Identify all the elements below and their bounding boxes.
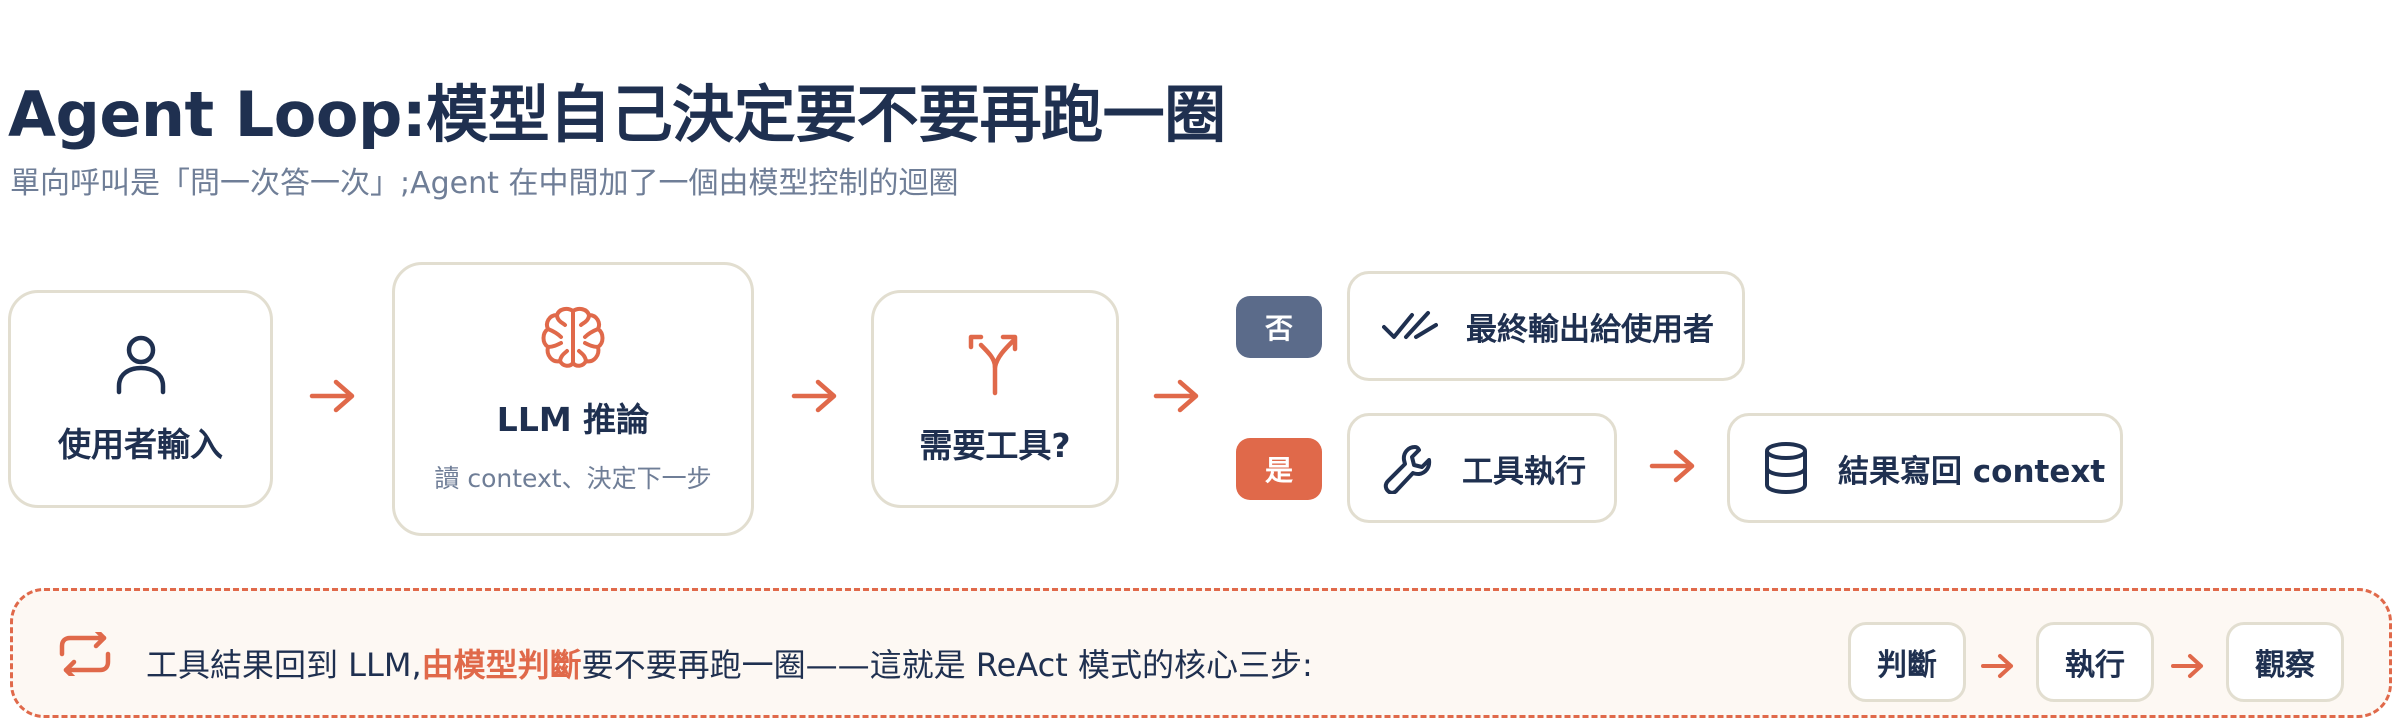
tool-execution-pill: 工具執行 — [1347, 413, 1617, 523]
tool-execution-label: 工具執行 — [1462, 453, 1586, 490]
user-input-label: 使用者輸入 — [58, 425, 223, 464]
step-execute: 執行 — [2036, 622, 2154, 702]
arrow-right-icon — [791, 379, 837, 413]
repeat-icon — [59, 632, 111, 676]
loop-description: 工具結果回到 LLM,由模型判斷要不要再跑一圈——這就是 ReAct 模式的核心… — [146, 640, 1313, 686]
arrow-right-icon — [1153, 379, 1199, 413]
final-output-pill: 最終輸出給使用者 — [1347, 271, 1745, 381]
step-observe: 觀察 — [2226, 622, 2344, 702]
no-badge: 否 — [1236, 296, 1322, 358]
database-icon — [1765, 442, 1807, 495]
arrow-right-icon — [1981, 654, 2013, 678]
yes-badge: 是 — [1236, 438, 1322, 500]
arrow-right-icon — [2171, 654, 2203, 678]
page-subtitle: 單向呼叫是「問一次答一次」;Agent 在中間加了一個由模型控制的迴圈 — [10, 166, 959, 201]
decision-card: 需要工具? — [871, 290, 1119, 508]
result-context-label: 結果寫回 context — [1838, 453, 2106, 490]
loop-text-after: 要不要再跑一圈——這就是 ReAct 模式的核心三步: — [581, 646, 1313, 684]
user-icon — [116, 335, 165, 395]
final-output-label: 最終輸出給使用者 — [1466, 311, 1714, 348]
arrow-right-icon — [309, 379, 355, 413]
split-arrow-icon — [968, 334, 1018, 396]
decision-label: 需要工具? — [919, 426, 1071, 465]
user-input-card: 使用者輸入 — [8, 290, 273, 508]
loop-text-highlight: 由模型判斷 — [421, 646, 582, 684]
llm-sublabel: 讀 context、決定下一步 — [434, 464, 712, 493]
llm-label: LLM 推論 — [496, 400, 650, 439]
loop-text-before: 工具結果回到 LLM, — [146, 646, 422, 684]
result-context-pill: 結果寫回 context — [1727, 413, 2123, 523]
wrench-icon — [1383, 445, 1432, 494]
step-judge: 判斷 — [1848, 622, 1966, 702]
llm-card: LLM 推論 讀 context、決定下一步 — [392, 262, 754, 536]
brain-icon — [541, 306, 605, 368]
arrow-right-icon — [1649, 449, 1695, 483]
page-title: Agent Loop:模型自己決定要不要再跑一圈 — [8, 78, 1226, 151]
double-check-icon — [1382, 311, 1438, 339]
